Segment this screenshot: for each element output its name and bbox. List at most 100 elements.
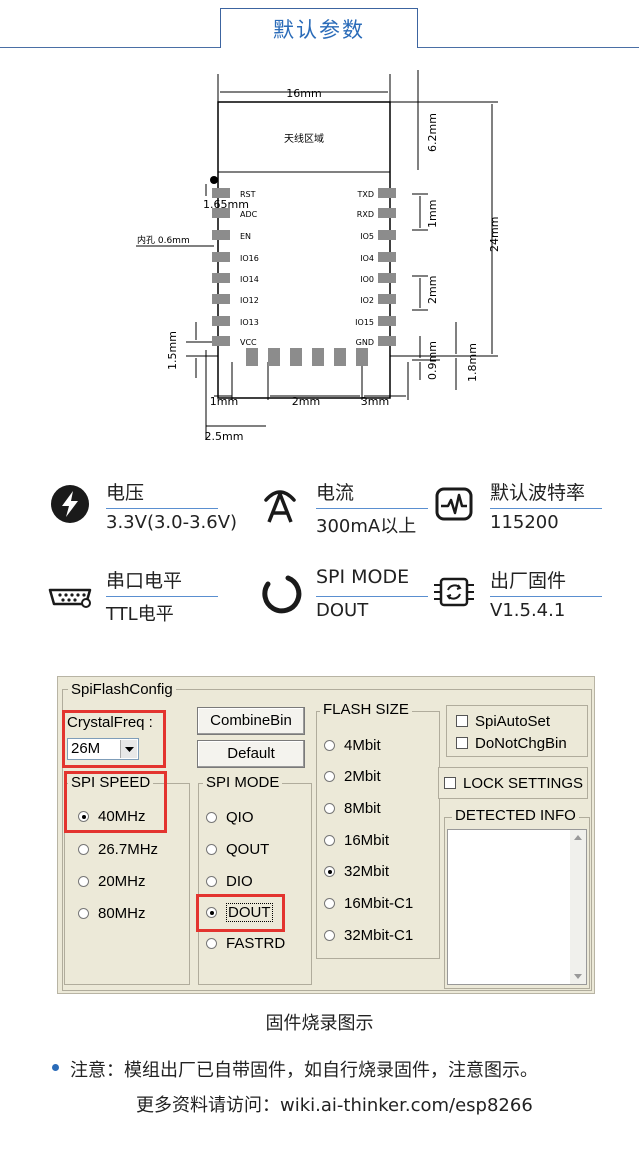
spec-divider: [490, 508, 602, 509]
flash-size-option[interactable]: 8Mbit: [324, 800, 381, 817]
spec-divider: [106, 596, 218, 597]
radio-icon[interactable]: [206, 938, 217, 949]
radio-icon[interactable]: [324, 771, 335, 782]
spi-mode-option-dout[interactable]: DOUT: [206, 903, 273, 922]
bullet-icon: [52, 1064, 59, 1071]
flash-size-option[interactable]: 16Mbit: [324, 832, 389, 849]
pin-label-left: VCC: [240, 338, 257, 347]
spi-mode-title: SPI MODE: [203, 774, 283, 791]
pin-label-left: ADC: [240, 210, 258, 219]
spi-speed-option-26[interactable]: 26.7MHz: [78, 841, 158, 858]
combine-bin-button[interactable]: CombineBin: [197, 707, 305, 735]
option-label: 16Mbit: [344, 832, 390, 849]
detected-info-textarea[interactable]: [447, 829, 587, 985]
radio-checked-icon[interactable]: [324, 866, 335, 877]
antenna-label: 天线区域: [284, 132, 324, 145]
pin1-marker: [210, 176, 218, 184]
dim-09: 0.9mm: [426, 341, 439, 380]
checkbox-icon[interactable]: [456, 737, 468, 749]
flash-size-option[interactable]: 4Mbit: [324, 737, 381, 754]
spec-firmware: 出厂固件 V1.5.4.1: [432, 566, 612, 630]
spi-auto-set-checkbox[interactable]: SpiAutoSet: [456, 713, 550, 730]
dim-hole: 内孔 0.6mm: [137, 234, 190, 246]
highlight-spi-speed: [64, 771, 167, 833]
option-label: QOUT: [226, 841, 270, 858]
radio-icon[interactable]: [324, 898, 335, 909]
spi-mode-option-qio[interactable]: QIO: [206, 809, 254, 826]
spec-label: 串口电平: [106, 570, 183, 592]
spec-value: 300mA以上: [316, 516, 417, 537]
dim-bottom-h: 1.5mm: [166, 331, 179, 370]
spi-mode-option-fastrd[interactable]: FASTRD: [206, 935, 285, 952]
radio-icon[interactable]: [78, 876, 89, 887]
pin-label-right: IO2: [360, 296, 374, 305]
default-button[interactable]: Default: [197, 740, 305, 768]
spec-baudrate: 默认波特率 115200: [432, 478, 612, 542]
dim-pad-pitch: 2.5mm: [205, 430, 244, 443]
pin-label-left: IO12: [240, 296, 259, 305]
crystal-select[interactable]: 26M: [67, 738, 139, 760]
crystal-label: CrystalFreq :: [67, 714, 153, 731]
spi-mode-option-qout[interactable]: QOUT: [206, 841, 269, 858]
spec-serial-level: 串口电平 TTL电平: [48, 566, 228, 630]
radio-checked-icon[interactable]: [206, 907, 217, 918]
spi-speed-option-80[interactable]: 80MHz: [78, 905, 146, 922]
pin-label-right: IO5: [360, 232, 374, 241]
checkbox-label: SpiAutoSet: [475, 713, 551, 730]
figure-caption: 固件烧录图示: [265, 1013, 374, 1034]
radio-icon[interactable]: [78, 844, 89, 855]
checkbox-icon[interactable]: [456, 715, 468, 727]
option-label: 32Mbit-C1: [344, 927, 414, 944]
flash-size-option[interactable]: 32Mbit-C1: [324, 927, 413, 944]
pin-label-right: RXD: [357, 210, 374, 219]
option-label: 4Mbit: [344, 737, 381, 754]
radio-icon[interactable]: [206, 812, 217, 823]
radio-icon[interactable]: [206, 876, 217, 887]
chevron-down-icon[interactable]: [120, 740, 137, 758]
scrollbar[interactable]: [570, 830, 586, 984]
spi-speed-option-40[interactable]: 40MHz: [78, 808, 146, 825]
dim-antenna: 6.2mm: [426, 113, 439, 152]
checkbox-label: LOCK SETTINGS: [463, 775, 584, 792]
spi-speed-option-20[interactable]: 20MHz: [78, 873, 146, 890]
scroll-up-icon[interactable]: [570, 830, 586, 846]
page-title: 默认参数: [273, 18, 365, 42]
module-dimension-diagram: RST ADC EN IO16 IO14 IO12 IO13 VCC TXD R…: [136, 70, 501, 443]
radio-checked-icon[interactable]: [78, 811, 89, 822]
spec-label: 出厂固件: [490, 570, 567, 592]
pin-label-right: IO15: [355, 318, 374, 327]
radio-icon[interactable]: [206, 844, 217, 855]
option-label: 32Mbit: [344, 863, 390, 880]
radio-icon[interactable]: [324, 835, 335, 846]
spi-icon: [262, 575, 302, 614]
highlight-crystal: [62, 710, 166, 768]
checkbox-icon[interactable]: [444, 777, 456, 789]
do-not-chg-bin-checkbox[interactable]: DoNotChgBin: [456, 735, 567, 752]
option-label: 40MHz: [98, 808, 146, 825]
spec-current: 电流 300mA以上: [258, 478, 438, 542]
current-icon: [264, 490, 296, 523]
spec-value: 115200: [490, 512, 559, 533]
radio-icon[interactable]: [78, 908, 89, 919]
option-label: 2Mbit: [344, 768, 381, 785]
spec-label: 默认波特率: [490, 482, 586, 504]
flash-size-option[interactable]: 2Mbit: [324, 768, 381, 785]
radio-icon[interactable]: [324, 740, 335, 751]
flash-size-option[interactable]: 16Mbit-C1: [324, 895, 413, 912]
option-label: QIO: [226, 809, 254, 826]
flash-tool-screenshot: SpiFlashConfig CrystalFreq : 26M Combine…: [57, 676, 595, 994]
pin-label-left: EN: [240, 232, 251, 241]
spec-label: 电压: [106, 482, 145, 504]
note-line-1: 注意：模组出厂已自带固件，如自行烧录固件，注意图示。: [70, 1060, 538, 1081]
pin-label-left: IO14: [240, 275, 259, 284]
radio-icon[interactable]: [324, 930, 335, 941]
lock-settings-checkbox[interactable]: LOCK SETTINGS: [444, 775, 583, 792]
scroll-down-icon[interactable]: [570, 968, 586, 984]
spec-divider: [106, 508, 218, 509]
flash-size-option[interactable]: 32Mbit: [324, 863, 389, 880]
spi-mode-option-dio[interactable]: DIO: [206, 873, 253, 890]
checkbox-label: DoNotChgBin: [475, 735, 567, 752]
lock-settings-group: [438, 767, 588, 799]
radio-icon[interactable]: [324, 803, 335, 814]
pin-label-left: IO13: [240, 318, 259, 327]
